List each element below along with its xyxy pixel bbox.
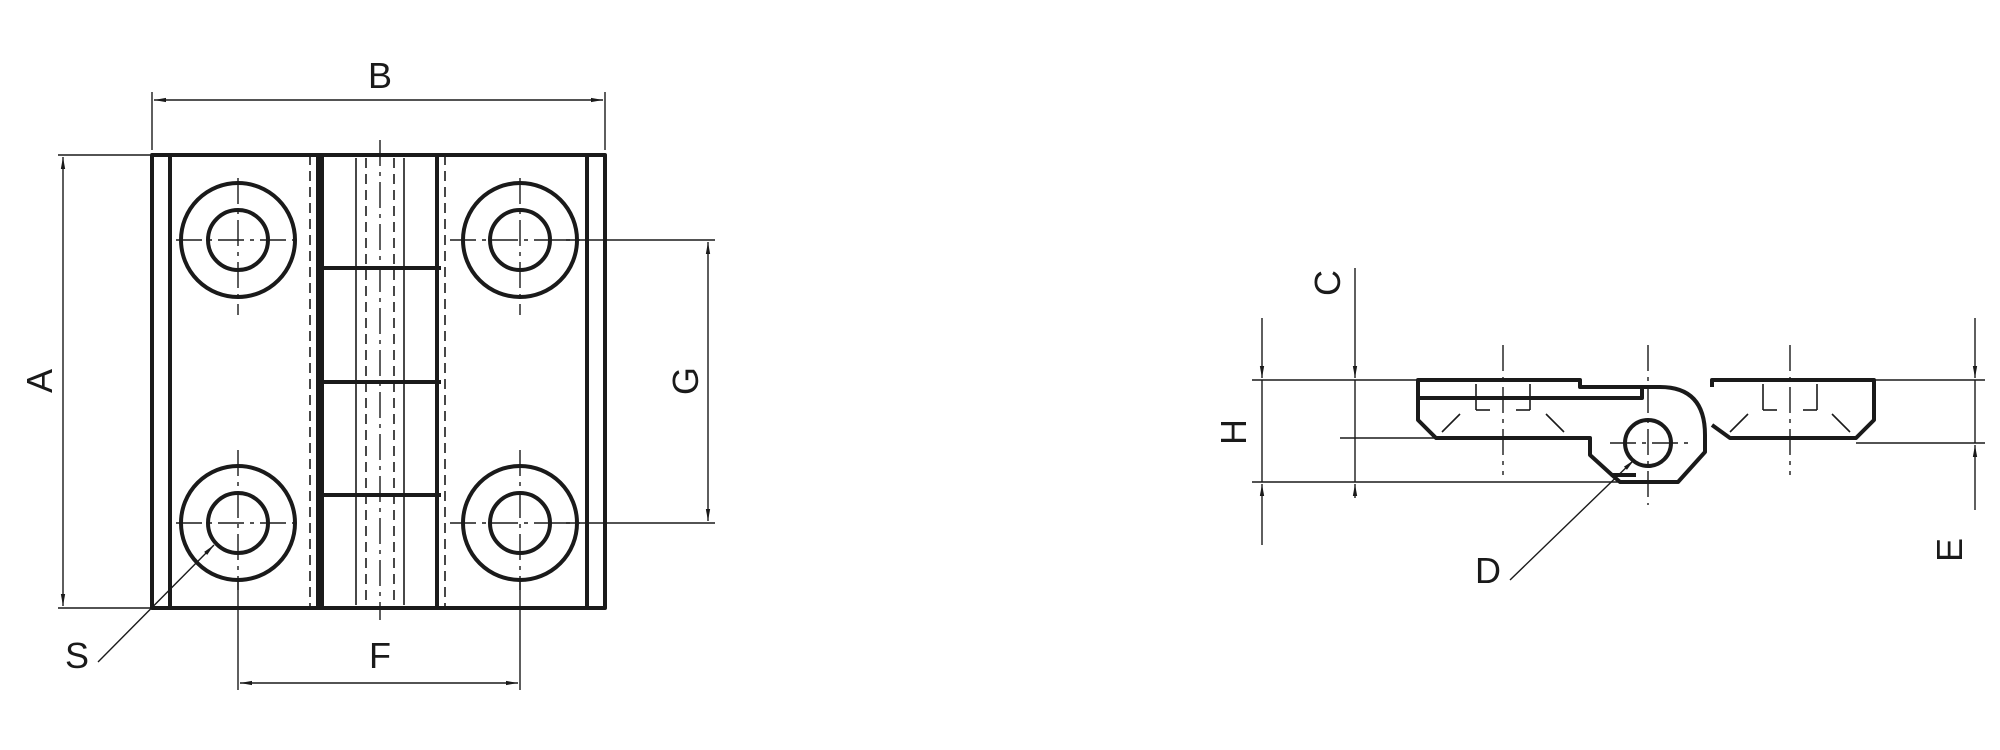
label-a: A [19,369,60,393]
label-g: G [665,367,706,395]
right-leaf-body [1710,378,1876,440]
dimension-d: D [1475,459,1635,591]
mounting-hole-bottom-left [176,450,300,590]
front-view: B A G F S [19,55,715,690]
dimension-g: G [560,239,715,524]
label-b: B [368,55,392,96]
side-view: H C E D [1213,268,1985,591]
label-s: S [65,635,89,676]
countersink-left [1441,345,1565,475]
countersink-right [1729,345,1851,475]
dimension-a: A [19,154,150,609]
label-h: H [1213,419,1254,445]
label-e: E [1929,538,1970,562]
dimension-f: F [237,580,521,690]
left-leaf-body [1416,380,1636,477]
dimension-s: S [65,544,215,676]
dimension-c: C [1307,268,1358,498]
mounting-hole-top-right [450,178,580,315]
mounting-hole-bottom-right [450,450,580,590]
dimension-b: B [151,55,606,150]
knuckle-profile [1610,385,1707,484]
mounting-hole-top-left [176,178,300,315]
label-d: D [1475,550,1501,591]
label-c: C [1307,270,1348,296]
hinge-outline [150,153,607,610]
dimension-h: H [1213,318,1265,545]
label-f: F [369,635,391,676]
dimension-e: E [1929,318,1978,562]
